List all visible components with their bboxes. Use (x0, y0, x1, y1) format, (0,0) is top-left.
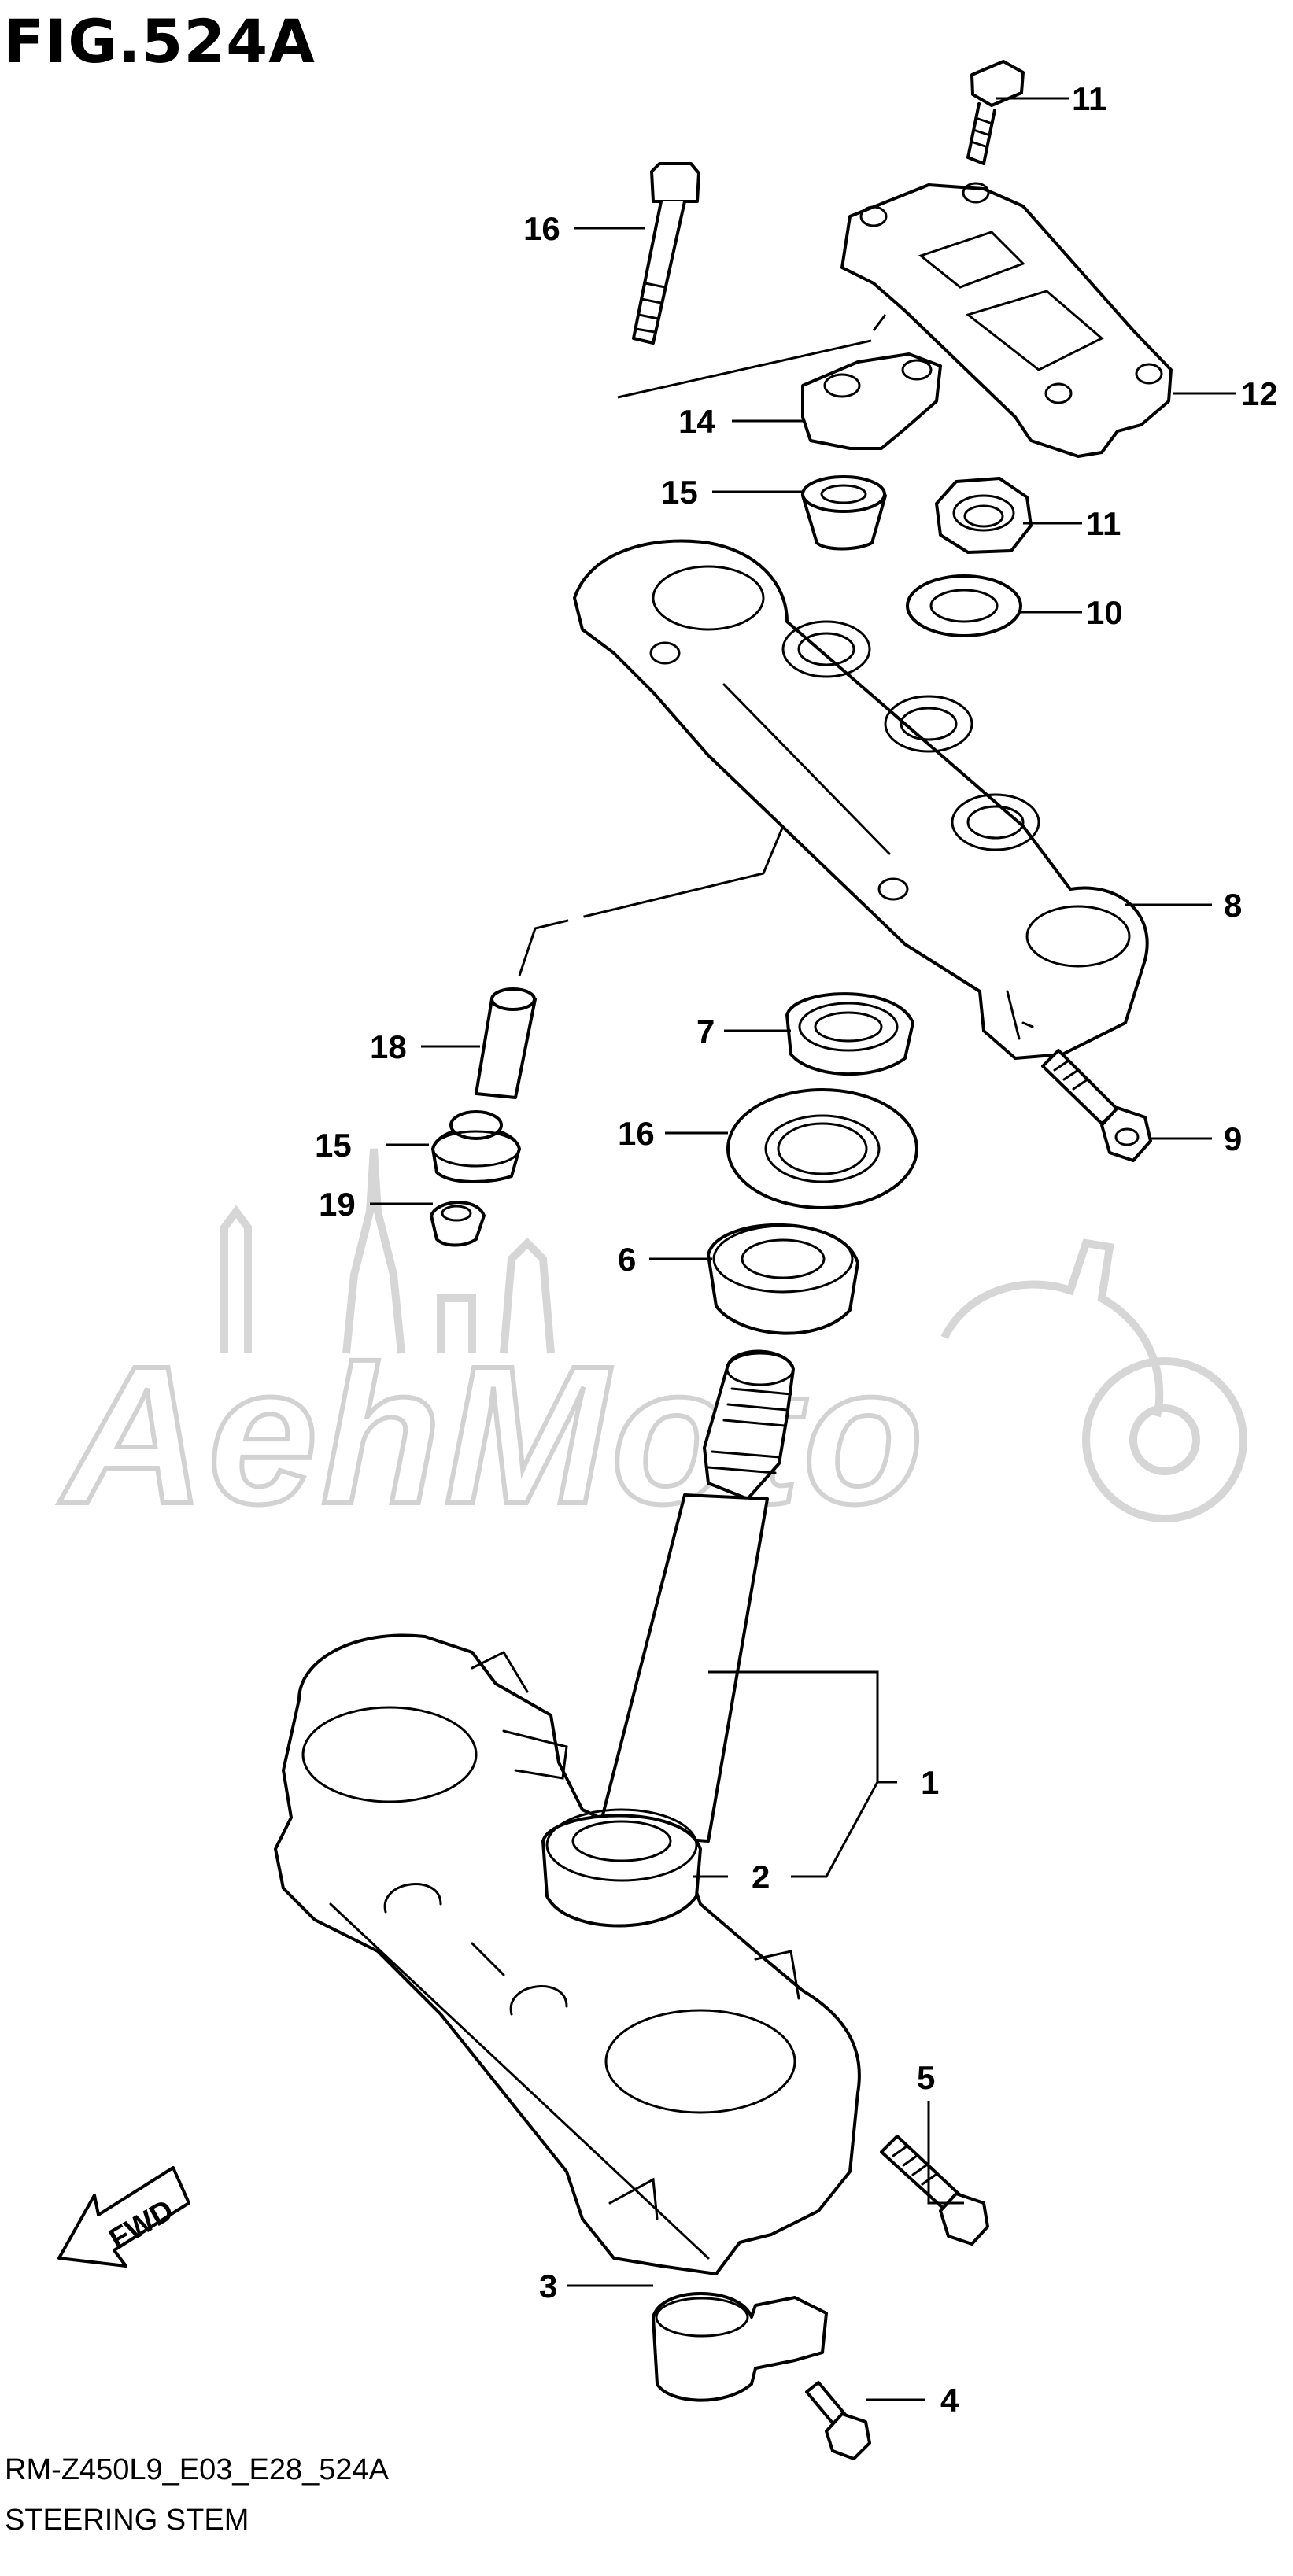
callout-10: 10 (1086, 594, 1123, 631)
part-14-holder-lower (801, 352, 942, 450)
callout-8: 8 (1224, 887, 1242, 924)
part-4-bolt (805, 2381, 871, 2460)
part-10-washer (906, 574, 1022, 637)
callout-15a: 15 (661, 474, 698, 511)
figure-code: RM-Z450L9_E03_E28_524A (5, 2453, 390, 2486)
part-1-steering-stem (274, 1349, 861, 2275)
callout-16: 16 (618, 1115, 655, 1152)
callout-14: 14 (678, 403, 715, 440)
part-16-dust-seal (726, 1088, 918, 1209)
part-15-damper-lower (431, 1110, 521, 1183)
part-7-lock-nut (785, 992, 914, 1076)
callout-3: 3 (539, 2268, 557, 2305)
part-6-bearing (707, 1223, 859, 1335)
figure-name: STEERING STEM (5, 2504, 249, 2537)
callout-12: 12 (1241, 375, 1278, 412)
part-8-upper-bracket (573, 539, 1149, 1060)
part-15-damper-upper (801, 475, 887, 551)
part-19-nut (430, 1201, 486, 1247)
fwd-direction-arrow: FWD (57, 2166, 190, 2268)
watermark-text: AehMoto (58, 1325, 926, 1544)
part-5-bolt (880, 2135, 989, 2246)
callout-9: 9 (1224, 1120, 1242, 1157)
part-3-clamp (652, 2292, 828, 2402)
callout-5: 5 (917, 2059, 935, 2096)
figure-title: FIG.524A (3, 6, 316, 76)
callout-6: 6 (618, 1241, 636, 1278)
part-17-bolt (632, 162, 700, 345)
part-13-bolt (966, 60, 1025, 165)
callout-13: 11 (1072, 80, 1106, 117)
callout-4: 4 (940, 2382, 959, 2419)
assembly-guide-lines (518, 314, 887, 976)
callout-19: 19 (319, 1186, 356, 1223)
callout-17: 16 (523, 210, 560, 247)
callout-15b: 15 (315, 1127, 352, 1164)
part-12-handlebar-holder (840, 182, 1173, 458)
leader-lines (370, 97, 1236, 2401)
part-9-bolt (1041, 1049, 1152, 1162)
callout-7: 7 (696, 1013, 715, 1050)
callout-18: 18 (370, 1028, 407, 1065)
part-18-collar (475, 987, 537, 1099)
part-2-stem-bearing (541, 1808, 702, 1928)
callout-labels: 11 16 12 14 15 11 10 8 9 7 16 6 18 15 19… (315, 80, 1278, 2419)
watermark: AehMoto (56, 1148, 1247, 1547)
callout-2: 2 (752, 1858, 770, 1895)
callout-11: 11 (1086, 505, 1121, 542)
part-11-stem-nut (935, 477, 1033, 554)
callout-1: 1 (921, 1764, 939, 1801)
